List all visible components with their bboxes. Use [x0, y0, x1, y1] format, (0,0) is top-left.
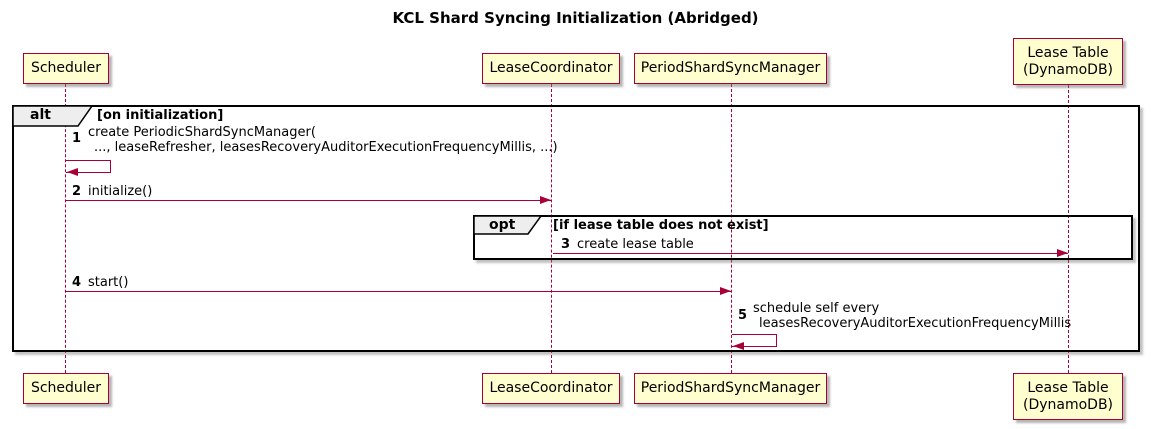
lifeline-scheduler	[65, 84, 66, 373]
message-3-arrow	[553, 253, 1068, 254]
message-1-number: 1	[72, 131, 82, 146]
diagram-title: KCL Shard Syncing Initialization (Abridg…	[392, 9, 759, 27]
lifeline-lease-table	[1068, 85, 1069, 373]
message-4-number: 4	[72, 275, 82, 290]
message-3-number: 3	[561, 237, 571, 252]
message-5-arrowhead	[733, 342, 744, 350]
message-1-text-line1: create PeriodicShardSyncManager(	[88, 125, 316, 140]
participant-period-shard-sync-manager-top: PeriodShardSyncManager	[634, 53, 827, 84]
message-3-text: create lease table	[577, 237, 694, 252]
participant-scheduler-bottom: Scheduler	[23, 373, 109, 404]
message-5-text-line1: schedule self every	[753, 301, 880, 316]
participant-period-shard-sync-manager-bottom-label: PeriodShardSyncManager	[640, 380, 821, 396]
message-1-text-line2: ..., leaseRefresher, leasesRecoveryAudit…	[94, 140, 558, 155]
message-1-self-arrow	[66, 160, 111, 173]
participant-lease-table-bottom: Lease Table (DynamoDB)	[1013, 373, 1123, 420]
lifeline-period-shard-sync-manager	[731, 84, 732, 373]
message-3-arrowhead	[1057, 249, 1068, 257]
message-1-arrowhead	[67, 168, 78, 176]
message-5-number: 5	[738, 308, 748, 323]
participant-lease-coordinator-bottom: LeaseCoordinator	[482, 373, 620, 404]
message-2-text: initialize()	[88, 184, 153, 199]
message-5-text-line2: leasesRecoveryAuditorExecutionFrequencyM…	[759, 316, 1072, 331]
participant-lease-table-top: Lease Table (DynamoDB)	[1013, 38, 1123, 85]
message-4-arrowhead	[720, 287, 731, 295]
message-5-self-arrow	[732, 334, 777, 347]
participant-scheduler-bottom-label: Scheduler	[30, 380, 102, 396]
opt-operator-label: opt	[489, 217, 516, 233]
message-2-number: 2	[72, 184, 82, 199]
alt-frame	[12, 105, 1140, 352]
participant-lease-coordinator-bottom-label: LeaseCoordinator	[489, 380, 613, 396]
opt-frame-label-shape	[474, 216, 542, 235]
participant-lease-coordinator-top-label: LeaseCoordinator	[489, 60, 613, 76]
participant-lease-table-top-line1: Lease Table	[1027, 44, 1109, 61]
alt-guard: [on initialization]	[97, 108, 224, 123]
participant-lease-table-bottom-line1: Lease Table	[1027, 379, 1109, 396]
message-4-text: start()	[88, 275, 129, 290]
participant-scheduler-top: Scheduler	[23, 53, 109, 84]
participant-lease-table-top-line2: (DynamoDB)	[1022, 61, 1114, 78]
alt-frame-label-shape	[13, 106, 93, 127]
participant-period-shard-sync-manager-top-label: PeriodShardSyncManager	[640, 60, 821, 76]
message-4-arrow	[66, 291, 731, 292]
lifeline-lease-coordinator	[551, 84, 552, 373]
message-2-arrow	[66, 200, 551, 201]
participant-lease-table-bottom-line2: (DynamoDB)	[1022, 396, 1114, 413]
opt-guard: [if lease table does not exist]	[553, 218, 769, 233]
message-2-arrowhead	[540, 196, 551, 204]
participant-scheduler-top-label: Scheduler	[30, 60, 102, 76]
alt-operator-label: alt	[30, 107, 51, 123]
opt-frame	[473, 215, 1133, 260]
participant-period-shard-sync-manager-bottom: PeriodShardSyncManager	[634, 373, 827, 404]
participant-lease-coordinator-top: LeaseCoordinator	[482, 53, 620, 84]
